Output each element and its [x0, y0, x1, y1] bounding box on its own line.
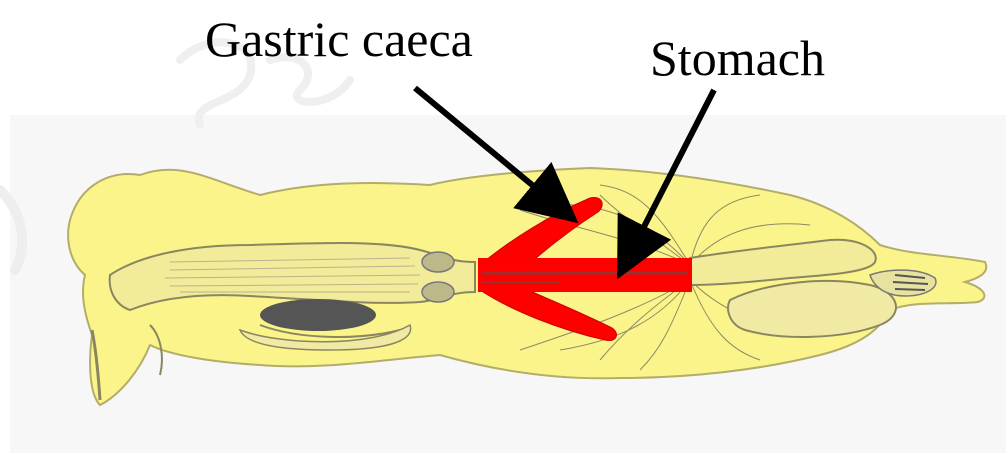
- stomach-label: Stomach: [650, 33, 825, 83]
- stomach: [478, 258, 692, 292]
- salivary-gland: [260, 299, 376, 331]
- proventriculus: [422, 282, 454, 302]
- proventriculus: [422, 252, 454, 272]
- gastric-caeca-label: Gastric caeca: [205, 14, 473, 64]
